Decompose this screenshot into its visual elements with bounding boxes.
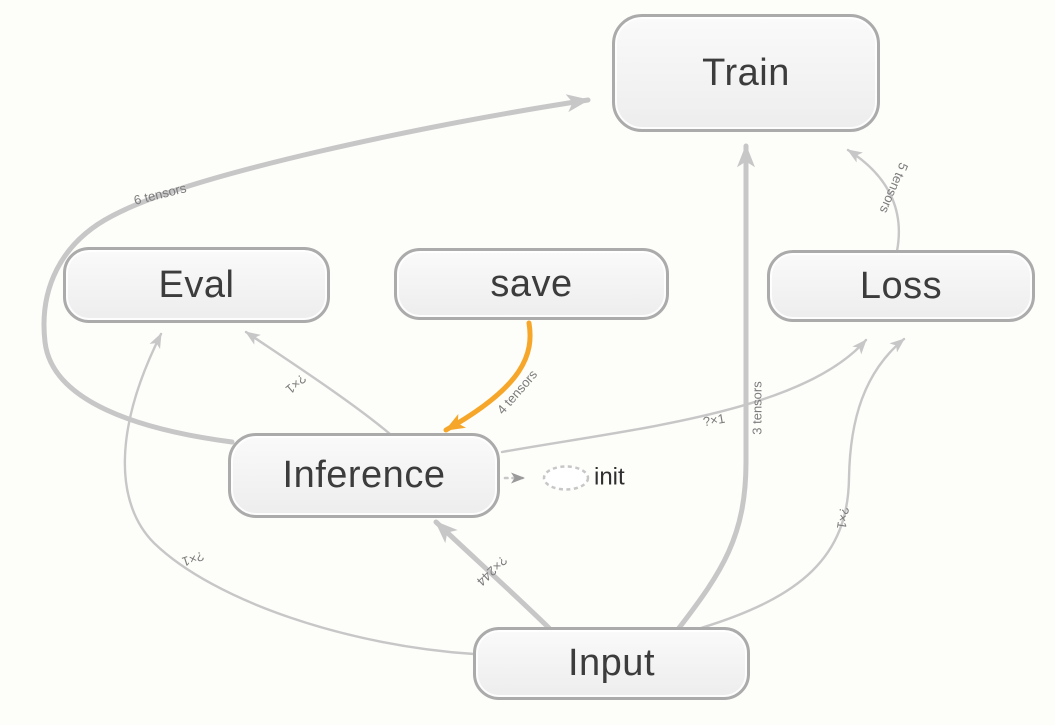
- node-eval[interactable]: Eval: [63, 247, 330, 323]
- node-input[interactable]: Input: [473, 627, 750, 700]
- node-init-label: init: [594, 463, 625, 491]
- node-save[interactable]: save: [394, 248, 669, 320]
- node-init-ellipse[interactable]: [542, 465, 590, 491]
- node-loss[interactable]: Loss: [767, 250, 1035, 322]
- node-inference[interactable]: Inference: [228, 433, 500, 518]
- edge-input-loss: [699, 337, 906, 630]
- edge-loss-train: [846, 148, 901, 253]
- edge-inference-eval: [244, 330, 392, 436]
- edge-input-inference: [433, 519, 552, 631]
- edge-save-inference: [443, 320, 533, 433]
- edge-inference-train: [41, 94, 591, 445]
- node-train[interactable]: Train: [612, 14, 880, 132]
- edge-inference-loss: [500, 338, 868, 454]
- edge-input-train: [676, 143, 755, 631]
- edge-input-eval: [123, 332, 476, 656]
